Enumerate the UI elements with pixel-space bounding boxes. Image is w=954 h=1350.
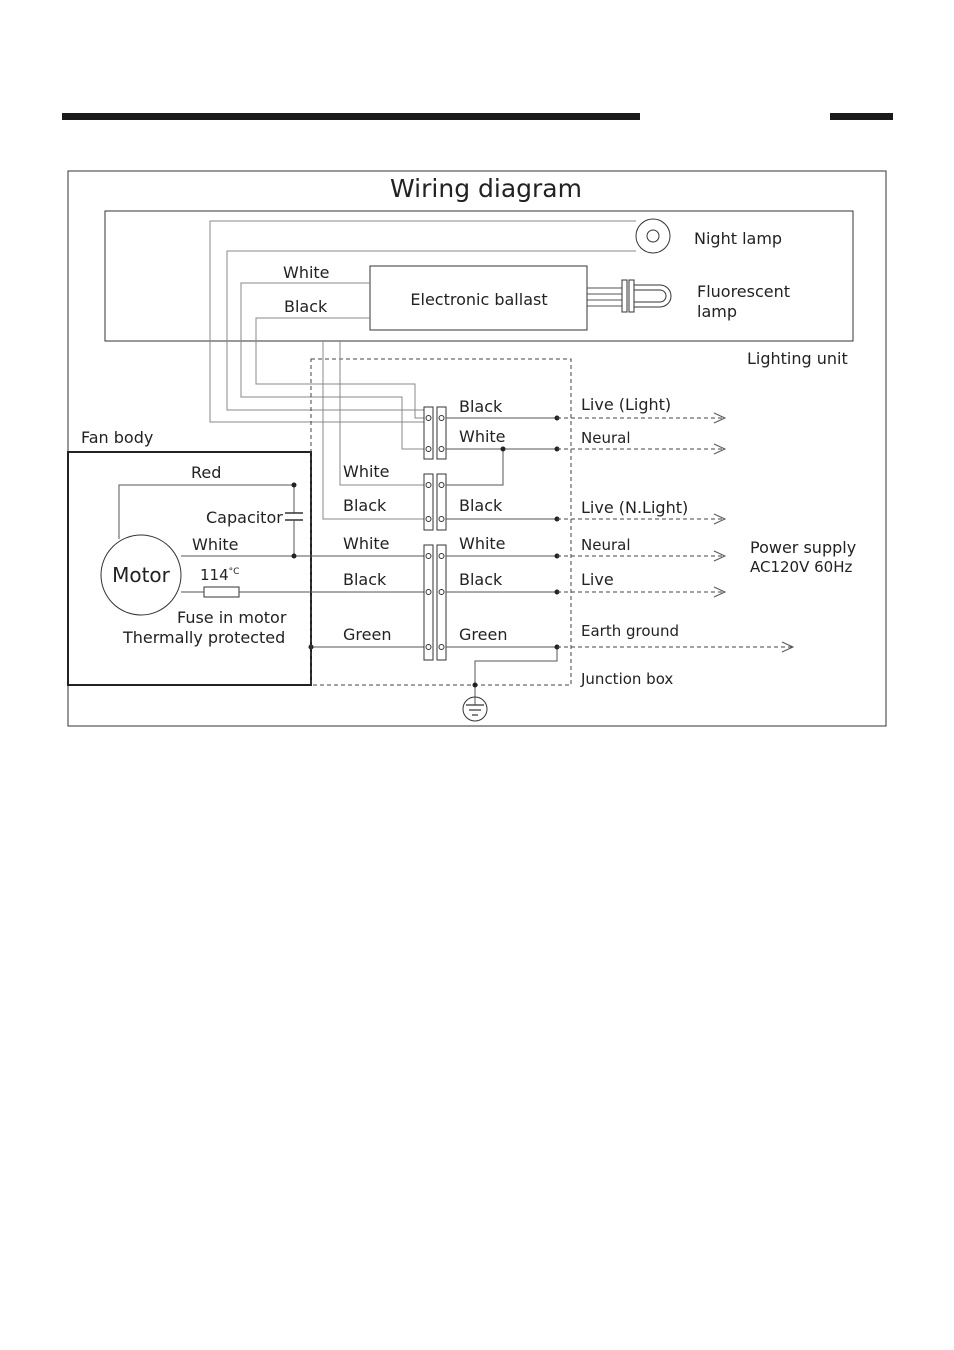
lighting-junction-wires <box>322 341 428 520</box>
diagram-frame <box>67 170 887 727</box>
night-lamp-label: Night lamp <box>694 229 782 248</box>
node-dot <box>291 553 297 559</box>
output-neural-1: Neural <box>581 429 630 447</box>
red-wire-label: Red <box>191 463 221 482</box>
header-rule-left <box>62 113 640 120</box>
night-lamp-icon <box>635 218 671 254</box>
diagram-title: Wiring diagram <box>390 174 582 203</box>
terminal-left-black-2: Black <box>343 570 387 589</box>
output-live-nlight: Live (N.Light) <box>581 498 688 517</box>
output-live: Live <box>581 570 614 589</box>
motor-wires <box>118 484 428 648</box>
terminal-right-white-1: White <box>459 427 506 446</box>
motor-white-wire-label: White <box>192 535 239 554</box>
terminal-left-white-1: White <box>343 462 390 481</box>
junction-box-outline <box>310 358 572 686</box>
fan-body-box <box>67 451 312 686</box>
node-dot <box>472 682 478 688</box>
node-dot <box>291 482 297 488</box>
lighting-unit-label: Lighting unit <box>747 349 848 368</box>
earth-ground-icon <box>462 696 488 722</box>
junction-box-label: Junction box <box>580 670 673 688</box>
electronic-ballast-label: Electronic ballast <box>410 290 547 309</box>
output-live-light: Live (Light) <box>581 395 671 414</box>
ballast-black-wire-label: Black <box>284 297 328 316</box>
header-rule-right <box>830 113 893 120</box>
terminal-left-white-2: White <box>343 534 390 553</box>
terminal-right-black-3: Black <box>459 570 503 589</box>
terminal-right-green: Green <box>459 625 507 644</box>
power-supply-voltage: AC120V 60Hz <box>750 558 852 576</box>
fluorescent-lamp-icon <box>587 279 672 313</box>
lighting-wires <box>209 220 636 450</box>
node-dot <box>500 446 506 452</box>
fluorescent-lamp-label-line2: lamp <box>697 302 737 321</box>
terminal-right-white-2: White <box>459 534 506 553</box>
motor-label: Motor <box>112 563 171 587</box>
fuse-label-line2: Thermally protected <box>122 628 285 647</box>
terminal-right-black-2: Black <box>459 496 503 515</box>
fuse-label-line1: Fuse in motor <box>177 608 287 627</box>
terminal-block-middle <box>423 473 447 531</box>
fuse-temperature: 114°C <box>200 566 239 584</box>
output-earth-ground: Earth ground <box>581 622 679 640</box>
capacitor-icon <box>285 485 303 556</box>
ballast-white-wire-label: White <box>283 263 330 282</box>
terminal-left-green: Green <box>343 625 391 644</box>
output-arrows <box>557 412 795 653</box>
power-supply-label: Power supply <box>750 538 856 557</box>
lighting-unit-box <box>104 210 854 342</box>
fluorescent-lamp-label-line1: Fluorescent <box>697 282 790 301</box>
capacitor-label: Capacitor <box>206 508 283 527</box>
output-neural-2: Neural <box>581 536 630 554</box>
electronic-ballast-box <box>369 265 588 331</box>
motor-icon <box>100 534 182 616</box>
terminal-right-black-1: Black <box>459 397 503 416</box>
terminal-block-lower <box>423 544 447 661</box>
supply-wires <box>446 417 558 697</box>
fuse-icon <box>203 586 240 598</box>
terminal-block-upper <box>423 406 447 460</box>
terminal-left-black-1: Black <box>343 496 387 515</box>
fan-body-label: Fan body <box>81 428 153 447</box>
